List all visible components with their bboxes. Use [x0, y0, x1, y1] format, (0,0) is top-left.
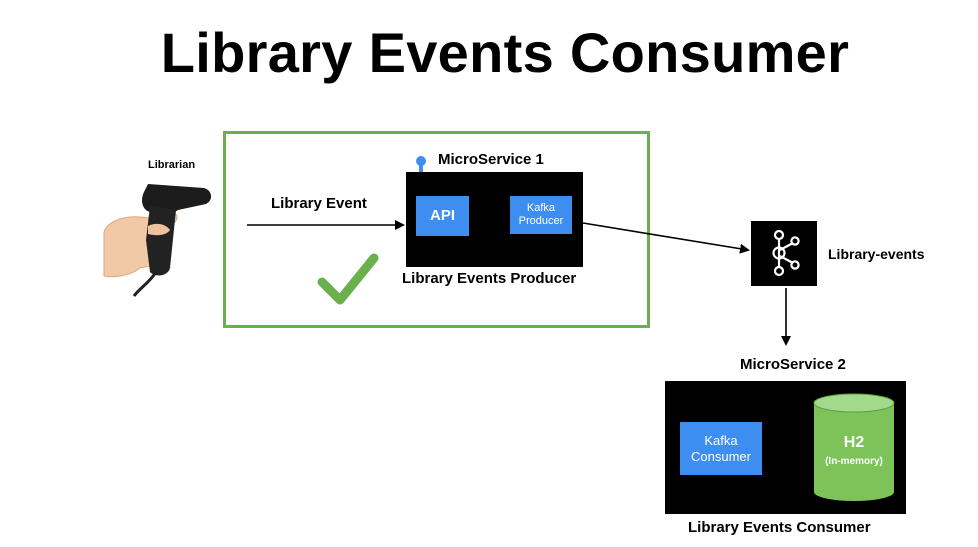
api-label: API: [429, 207, 455, 224]
kafka-consumer-box: Kafka Consumer: [680, 422, 762, 475]
kafka-producer-line1: Kafka: [526, 201, 556, 214]
kafka-producer-box: Kafka Producer: [510, 196, 572, 234]
kafka-producer-line2: Producer: [518, 215, 564, 227]
kafka-consumer-line1: Kafka: [704, 432, 738, 448]
microservice-2-label: MicroService 2: [740, 356, 846, 373]
api-box: API: [416, 196, 469, 236]
db-label: H2: [843, 434, 865, 451]
consumer-caption: Library Events Consumer: [688, 519, 871, 536]
producer-caption: Library Events Producer: [402, 270, 577, 287]
page-title: Library Events Consumer: [160, 21, 850, 84]
db-sublabel: (In-memory): [825, 456, 883, 467]
kafka-consumer-line2: Consumer: [691, 448, 751, 464]
microservice-1-label: MicroService 1: [438, 151, 544, 168]
kafka-topic-label: Library-events: [828, 246, 925, 262]
librarian-label: Librarian: [148, 159, 196, 171]
library-event-label: Library Event: [271, 195, 367, 212]
kafka-topic-box: [751, 221, 817, 286]
